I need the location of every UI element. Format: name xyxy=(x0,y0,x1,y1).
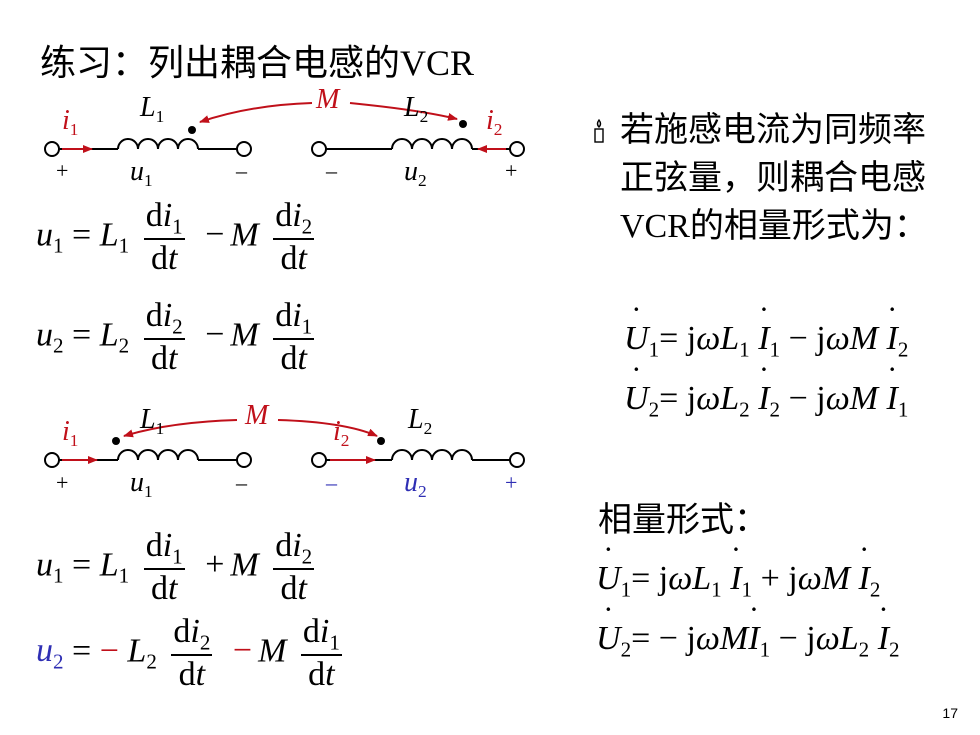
c2-L2-label: L2 xyxy=(408,404,433,439)
c1-L2-label: L2 xyxy=(404,92,429,127)
c1-i1-label: i1 xyxy=(62,105,79,140)
c1-L1-label: L1 xyxy=(140,92,165,127)
c1-plus-left: + xyxy=(56,158,69,183)
phasor-eq-1-case2: U1= jωL1 I1 + jωM I2 xyxy=(596,541,880,602)
c2-minus-left: – xyxy=(236,470,247,495)
c1-M-label: M xyxy=(316,84,340,115)
phasor-form-label: 相量形式： xyxy=(598,502,768,539)
c2-plus-left: + xyxy=(56,470,69,495)
c2-u2-label: u2 xyxy=(404,467,427,502)
circuit-1 xyxy=(44,102,525,157)
bullet-text: 若施感电流为同频率正弦量，则耦合电感VCR的相量形式为： xyxy=(620,112,928,245)
phasor-eq-1-case1: U1= jωL1 I1 − jωM I2 xyxy=(624,301,908,362)
candle-bullet-icon xyxy=(594,118,604,143)
c1-minus-left: – xyxy=(236,158,247,183)
c1-u1-label: u1 xyxy=(130,156,153,191)
c2-i1-label: i1 xyxy=(62,416,79,451)
phasor-eq-2-case1: U2= jωL2 I2 − jωM I1 xyxy=(624,361,908,422)
c1-plus-right: + xyxy=(505,158,518,183)
c2-i2-label: i2 xyxy=(333,416,350,451)
c2-L1-label: L1 xyxy=(140,404,165,439)
c1-minus-right: – xyxy=(326,158,337,183)
circuit-2 xyxy=(44,419,525,468)
c1-u2-label: u2 xyxy=(404,156,427,191)
slide-title: 练习：列出耦合电感的VCR xyxy=(40,43,475,83)
page-number: 17 xyxy=(942,705,958,721)
phasor-eq-2-case2: U2= − jωMI1 − jωL2 I2 xyxy=(596,601,900,662)
c1-i2-label: i2 xyxy=(486,105,503,140)
c2-M-label: M xyxy=(245,400,269,431)
c2-plus-right: + xyxy=(505,470,518,495)
c2-minus-right: – xyxy=(326,470,337,495)
c2-u1-label: u1 xyxy=(130,467,153,502)
